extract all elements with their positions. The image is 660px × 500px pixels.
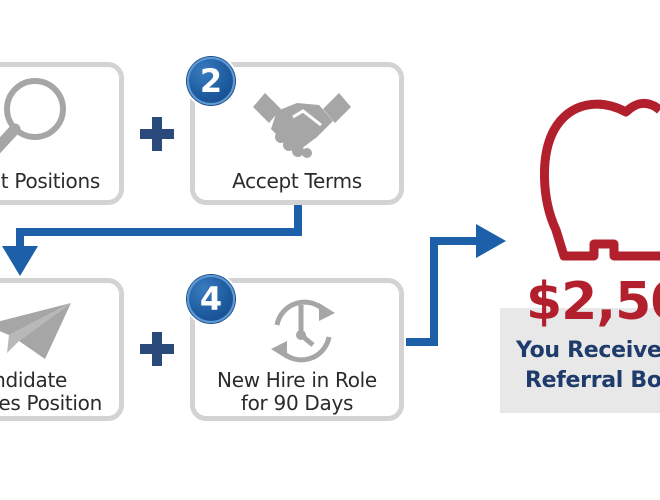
- clock-cycle-icon: [271, 299, 335, 363]
- bonus-amount: $2,50: [526, 272, 660, 332]
- bonus-panel: [500, 308, 660, 413]
- bonus-line-2: Referral Bo: [525, 368, 660, 393]
- bonus-line-1: You Receive: [516, 338, 660, 363]
- step-2-number: 2: [199, 62, 223, 100]
- step-4-number: 4: [199, 280, 223, 318]
- step-3-box: ndidate es Position: [0, 278, 124, 421]
- paper-plane-icon: [0, 303, 71, 359]
- step-2-label: Accept Terms: [232, 169, 362, 193]
- handshake-icon: [253, 93, 351, 158]
- connector-arrow-step2-to-step3: [2, 205, 302, 276]
- step-4-label-line-2: for 90 Days: [240, 391, 354, 415]
- step-1-box: t Positions: [0, 62, 124, 205]
- plus-icon: [140, 117, 174, 151]
- step-3-label-line-2: es Position: [0, 391, 102, 415]
- step-2-box: Accept Terms: [190, 62, 404, 205]
- step-4-badge: 4: [184, 272, 238, 326]
- step-3-label-line-1: ndidate: [0, 368, 67, 392]
- plus-icon: [140, 332, 174, 366]
- step-1-label: t Positions: [0, 169, 101, 193]
- connector-arrow-step4-to-result: [406, 224, 506, 346]
- step-2-badge: 2: [184, 54, 238, 108]
- piggy-bank-icon: [540, 99, 660, 261]
- step-4-label-line-1: New Hire in Role: [217, 368, 377, 392]
- magnifier-icon: [0, 78, 66, 154]
